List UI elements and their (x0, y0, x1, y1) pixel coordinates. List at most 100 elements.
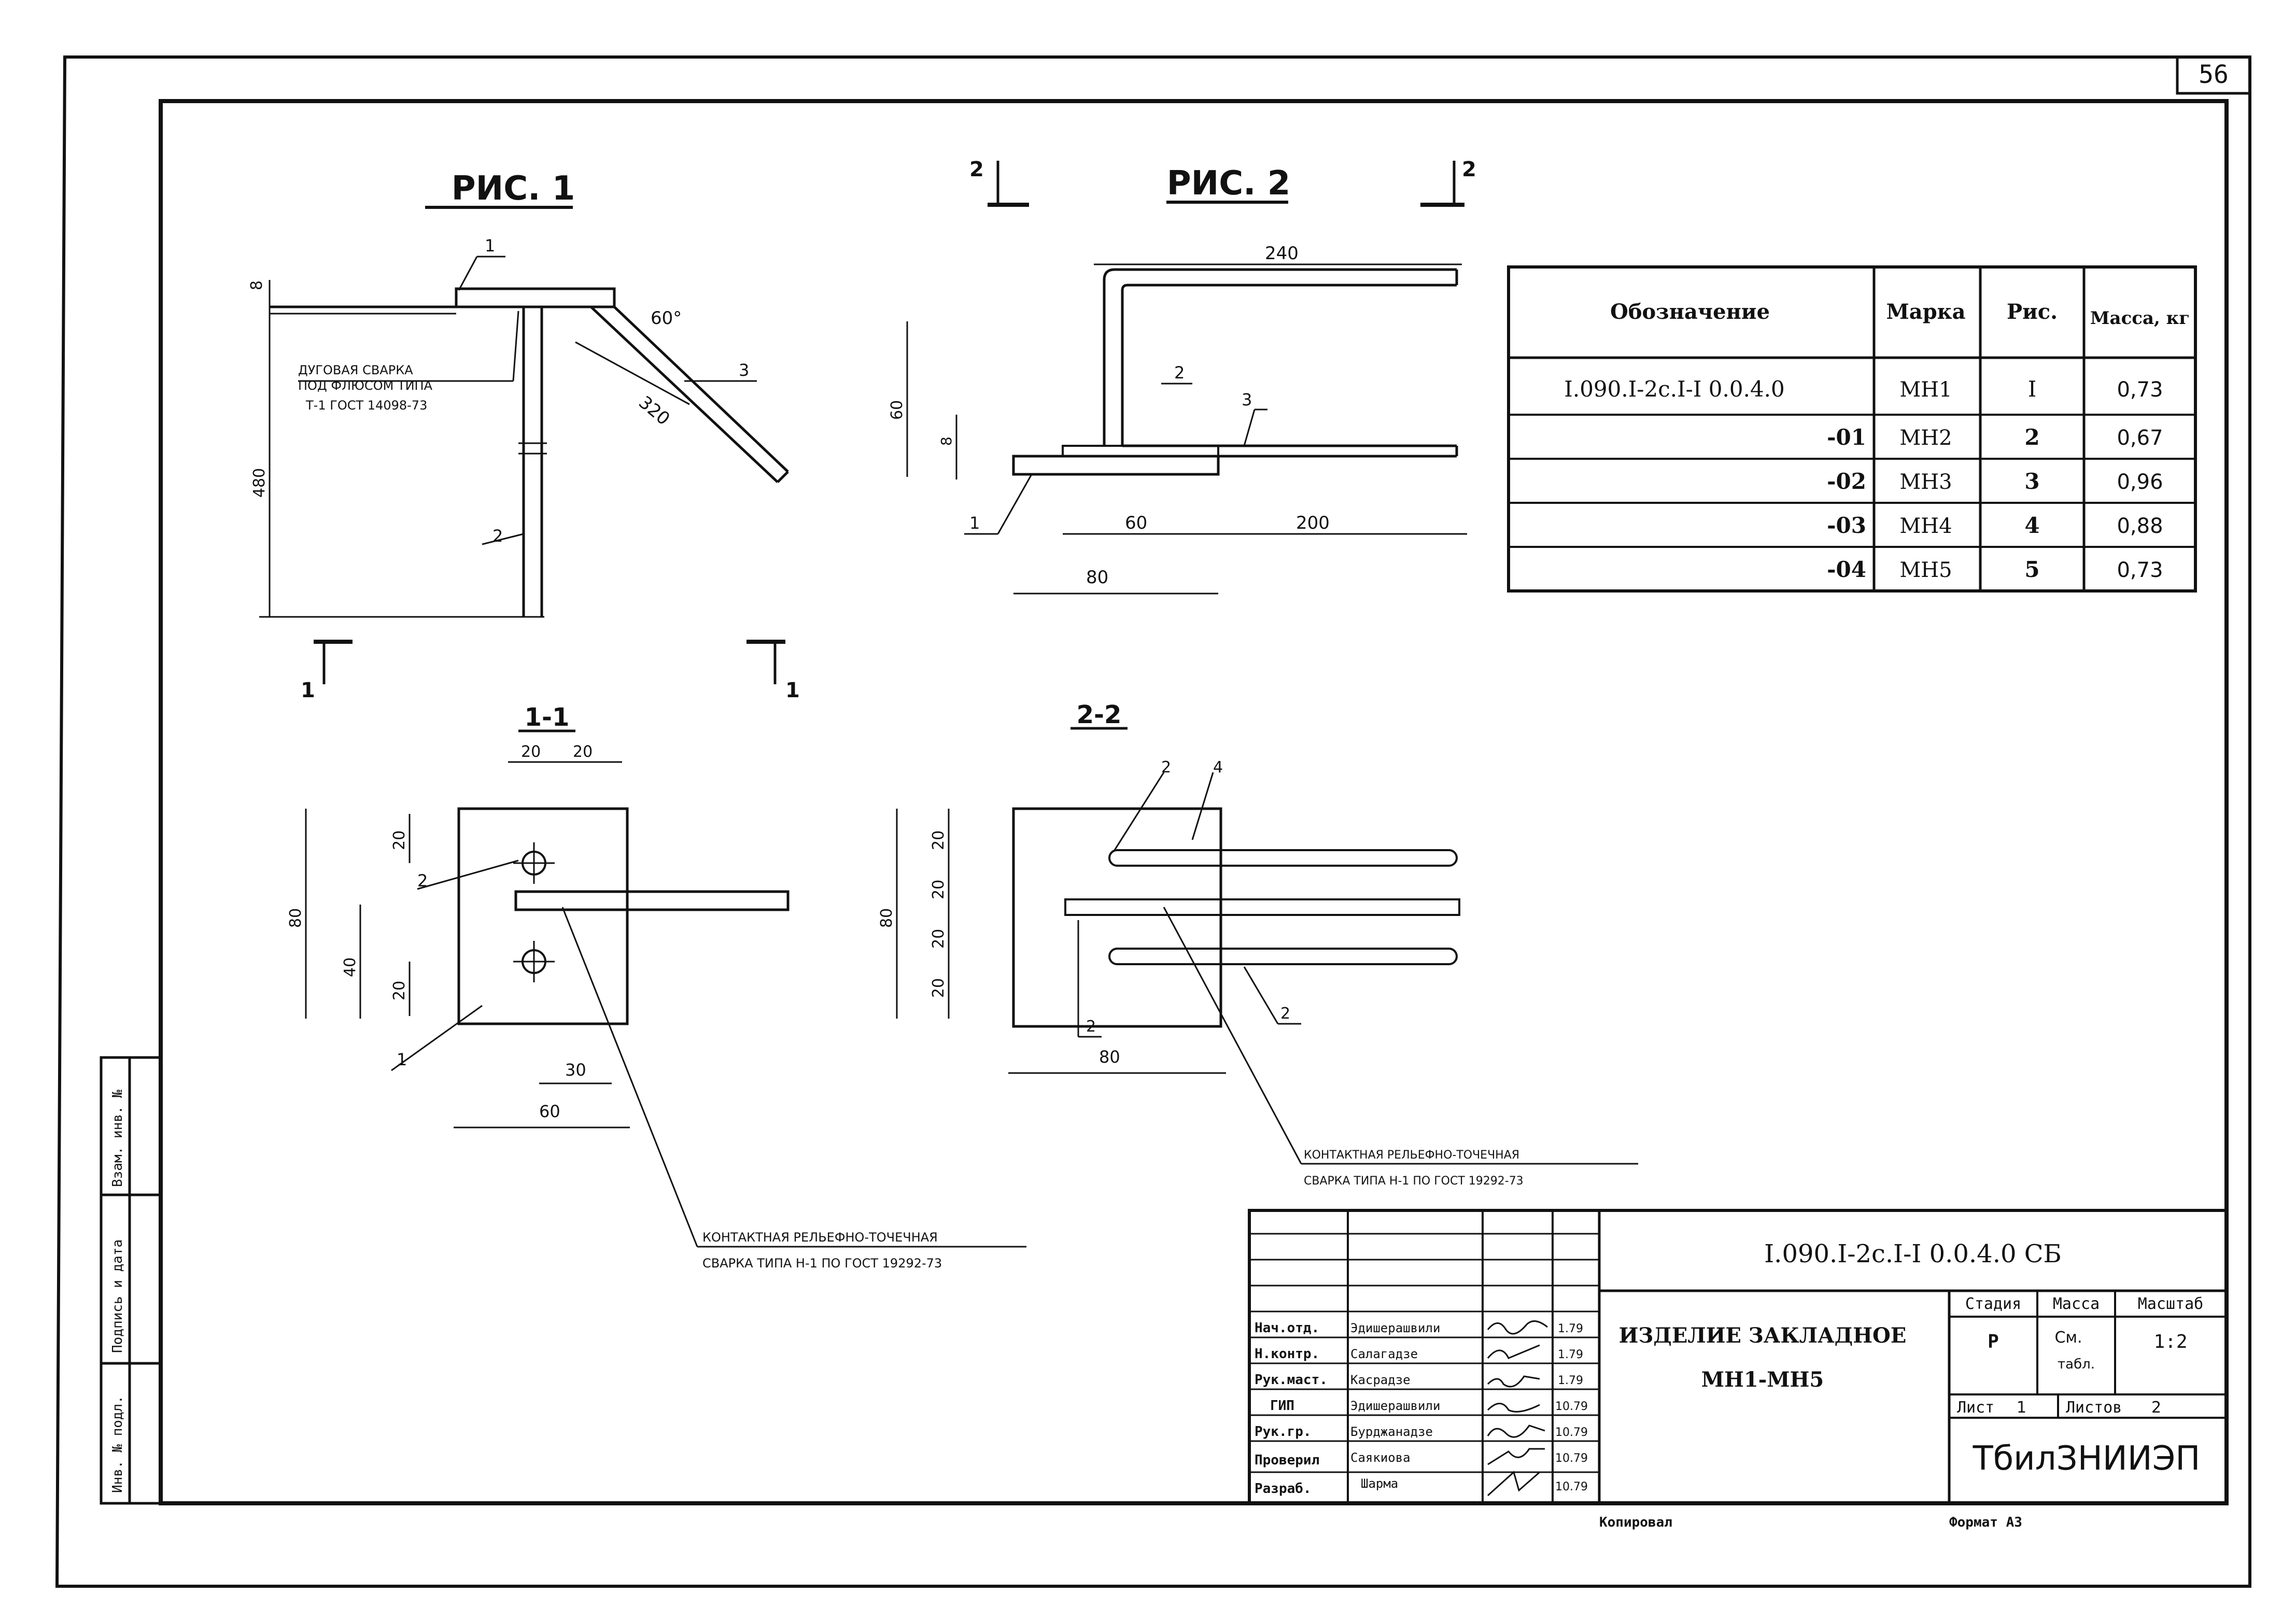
fig2-pos-3: 3 (1242, 390, 1252, 410)
sec22-pos-4: 4 (1213, 758, 1223, 777)
date-4: 10.79 (1555, 1400, 1588, 1413)
fig1-dim-320: 320 (635, 392, 673, 429)
title-sheet-label: Лист (1957, 1399, 1994, 1417)
spec-row-2-fig: 2 (2024, 425, 2039, 450)
sec11-dim-20v2: 20 (390, 981, 409, 1000)
fig2-dim-8: 8 (938, 436, 955, 446)
page-number: 56 (2199, 60, 2229, 89)
section-1-1: 1-1 20 20 80 40 20 20 30 60 2 1 КОНТАКТН… (287, 703, 1026, 1271)
side-stamp-inv: Инв. № подл. (110, 1395, 125, 1493)
sec11-pos-2: 2 (417, 871, 428, 891)
sec22-weld-2: СВАРКА ТИПА Н-1 ПО ГОСТ 19292-73 (1304, 1175, 1524, 1188)
sec11-weld-1: КОНТАКТНАЯ РЕЛЬЕФНО-ТОЧЕЧНАЯ (702, 1230, 938, 1245)
fig1-note-3: Т-1 ГОСТ 14098-73 (305, 398, 427, 413)
name-2: Салагадзе (1350, 1347, 1418, 1361)
side-stamp-sign: Подпись и дата (110, 1239, 125, 1353)
side-stamp (100, 1056, 162, 1505)
fig2-pos-2: 2 (1174, 363, 1185, 383)
spec-header-fig: Рис. (2007, 300, 2058, 324)
fig1-angle: 60° (651, 308, 682, 329)
role-5: Рук.гр. (1255, 1424, 1312, 1440)
sec11-weld-2: СВАРКА ТИПА Н-1 ПО ГОСТ 19292-73 (702, 1256, 942, 1271)
role-3: Рук.маст. (1255, 1372, 1328, 1388)
title-scale-label: Масштаб (2138, 1295, 2203, 1313)
copied-by: Копировал (1599, 1515, 1672, 1530)
spec-header-mark: Марка (1886, 300, 1966, 324)
title-name-1: ИЗДЕЛИЕ ЗАКЛАДНОЕ (1619, 1323, 1907, 1348)
name-5: Бурджанадзе (1350, 1424, 1433, 1439)
title-mass-value-1: См. (2054, 1329, 2082, 1347)
sec22-weld-1: КОНТАКТНАЯ РЕЛЬЕФНО-ТОЧЕЧНАЯ (1304, 1149, 1519, 1162)
fig1-section-left: 1 (301, 679, 315, 702)
spec-table: Обозначение Марка Рис. Масса, кг I.090.I… (1507, 265, 2197, 593)
sec11-dim-20b: 20 (573, 743, 593, 761)
fig2-pos-1: 1 (969, 513, 980, 533)
spec-row-3-mass: 0,96 (2117, 470, 2163, 494)
date-2: 1.79 (1558, 1348, 1583, 1361)
spec-row-2-mass: 0,67 (2117, 426, 2163, 450)
name-3: Касрадзе (1350, 1373, 1411, 1387)
fig1-pos-2: 2 (492, 526, 503, 546)
spec-row-4-mass: 0,88 (2117, 514, 2163, 538)
spec-row-4-mark: МН4 (1899, 514, 1952, 538)
spec-row-1-mark: МН1 (1899, 378, 1952, 402)
sec11-pos-1: 1 (397, 1050, 407, 1069)
sheet-frame (55, 55, 2251, 1588)
spec-row-3-fig: 3 (2024, 469, 2039, 494)
fig1-dim-8: 8 (248, 280, 266, 290)
sec11-dim-20v1: 20 (390, 830, 409, 850)
title-designation: I.090.I-2с.I-I 0.0.4.0 СБ (1764, 1239, 2062, 1268)
fig2-dim-240: 240 (1265, 243, 1299, 264)
name-1: Эдишерашвили (1350, 1321, 1440, 1335)
sec22-pos-2a: 2 (1161, 758, 1171, 777)
sec11-dim-40: 40 (341, 957, 359, 977)
spec-row-2-mark: МН2 (1899, 426, 1952, 450)
title-sheet-value: 1 (2017, 1399, 2026, 1417)
spec-row-1-designation: I.090.I-2с.I-I 0.0.4.0 (1564, 376, 1785, 402)
figure-1: РИС. 1 480 8 320 60° 1 3 2 ДУГОВАЯ СВАРК… (248, 170, 800, 702)
spec-row-5-designation: -04 (1827, 557, 1866, 582)
sec11-dim-30: 30 (565, 1060, 586, 1080)
sec22-dim-20b: 20 (929, 880, 948, 899)
sec22-dim-20d: 20 (929, 978, 948, 998)
fig2-dim-80: 80 (1086, 567, 1108, 588)
spec-row-3-designation: -02 (1827, 469, 1866, 494)
spec-row-2-designation: -01 (1827, 425, 1866, 450)
fig1-title: РИС. 1 (452, 170, 575, 208)
fig1-pos-1: 1 (485, 236, 495, 256)
spec-header-designation: Обозначение (1610, 300, 1770, 324)
date-5: 10.79 (1555, 1426, 1588, 1439)
sec22-dim-20c: 20 (929, 929, 948, 949)
fig1-section-right: 1 (785, 679, 800, 702)
figure-2: РИС. 2 2 2 240 60 8 60 200 80 2 (888, 158, 1476, 595)
sec22-pos-2c: 2 (1280, 1005, 1290, 1023)
spec-header-mass: Масса, кг (2090, 308, 2190, 329)
role-2: Н.контр. (1255, 1346, 1319, 1362)
title-mass-label: Масса (2053, 1295, 2100, 1313)
role-4: ГИП (1270, 1398, 1294, 1414)
title-block (1248, 1209, 2228, 1505)
fig1-dim-480: 480 (250, 468, 269, 498)
role-7: Разраб. (1255, 1481, 1312, 1497)
sec22-dim-20a: 20 (929, 830, 948, 850)
spec-row-4-designation: -03 (1827, 513, 1866, 538)
side-stamp-replace: Взам. инв. № (110, 1090, 125, 1187)
date-1: 1.79 (1558, 1322, 1583, 1335)
title-scale-value: 1:2 (2153, 1331, 2187, 1352)
title-mass-value-2: табл. (2058, 1357, 2095, 1372)
spec-row-1-fig: I (2028, 376, 2037, 402)
sec22-dim-80: 80 (1099, 1047, 1120, 1067)
title-organization: ТбилЗНИИЭП (1973, 1440, 2201, 1478)
sec22-dim-80v: 80 (878, 908, 896, 928)
fig2-title: РИС. 2 (1167, 164, 1291, 203)
title-name-2: МН1-МН5 (1701, 1367, 1824, 1392)
date-6: 10.79 (1555, 1452, 1588, 1465)
fig1-pos-3: 3 (739, 360, 749, 380)
sec11-dim-60: 60 (539, 1102, 560, 1121)
section-2-2: 2-2 80 20 20 20 20 80 2 4 2 2 КОНТАКТНАЯ… (878, 700, 1638, 1188)
role-6: Проверил (1255, 1452, 1319, 1468)
title-sheets-value: 2 (2151, 1399, 2161, 1417)
fig2-dim-200: 200 (1296, 513, 1330, 533)
date-7: 10.79 (1555, 1480, 1588, 1493)
title-stage-label: Стадия (1965, 1295, 2021, 1313)
